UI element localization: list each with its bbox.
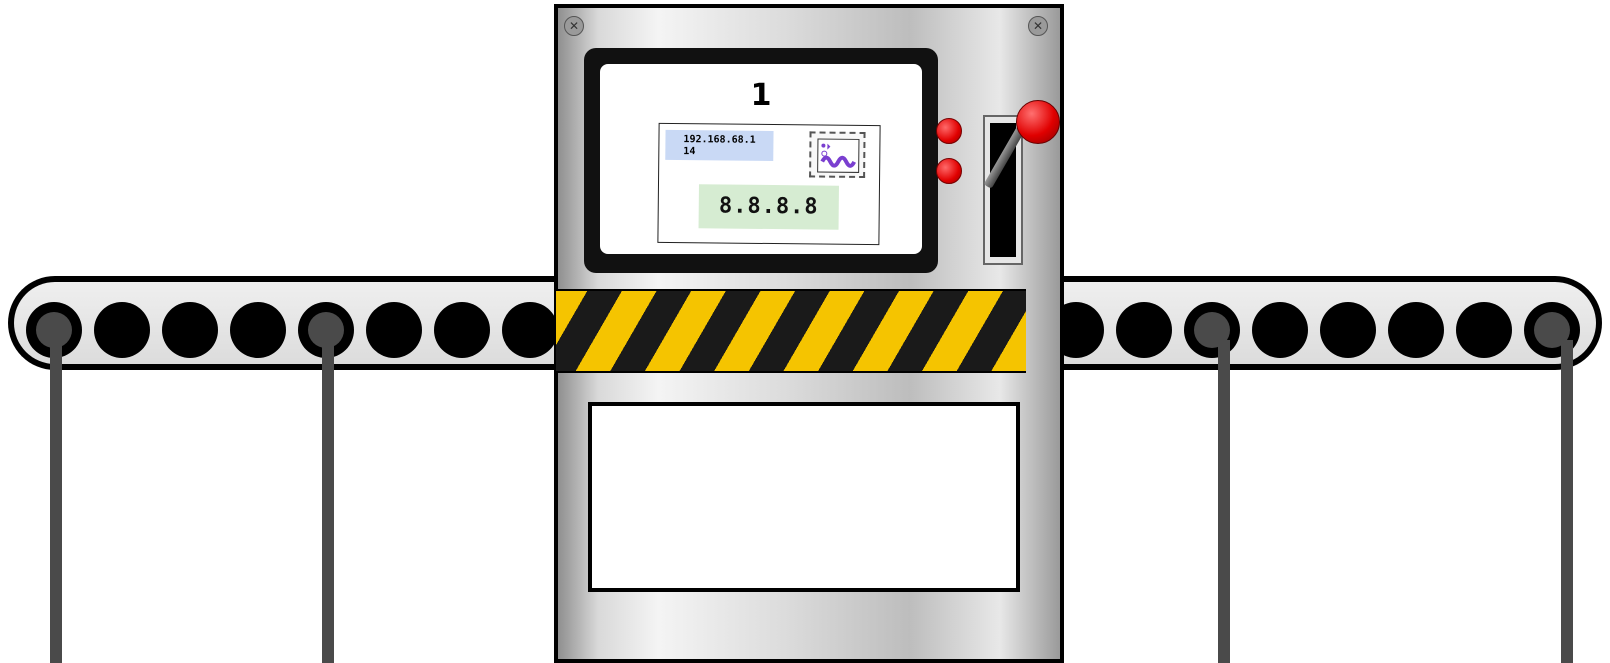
packet-machine: ✕ ✕ 1 192.168.68.1 14 8.8.8.8 xyxy=(554,4,1064,663)
conveyor-leg xyxy=(1218,340,1230,663)
conveyor-leg xyxy=(50,340,62,663)
roller xyxy=(1252,302,1308,358)
screw-icon: ✕ xyxy=(1028,16,1048,36)
output-window xyxy=(588,402,1020,592)
roller xyxy=(230,302,286,358)
lever-knob[interactable] xyxy=(1016,100,1060,144)
roller xyxy=(1184,302,1240,358)
hazard-stripes xyxy=(556,289,1026,373)
conveyor-belt-right xyxy=(1052,276,1602,370)
roller xyxy=(1116,302,1172,358)
packet-envelope[interactable]: 192.168.68.1 14 8.8.8.8 xyxy=(657,123,880,245)
roller xyxy=(502,302,558,358)
destination-address: 8.8.8.8 xyxy=(699,184,839,229)
screen-frame: 1 192.168.68.1 14 8.8.8.8 xyxy=(584,48,938,273)
screw-icon: ✕ xyxy=(564,16,584,36)
stamp-icon xyxy=(809,131,865,178)
roller xyxy=(1320,302,1376,358)
roller xyxy=(1456,302,1512,358)
roller xyxy=(434,302,490,358)
indicator-light xyxy=(936,158,962,184)
roller xyxy=(1388,302,1444,358)
conveyor-belt-left xyxy=(8,276,568,370)
machine-screen: 1 192.168.68.1 14 8.8.8.8 xyxy=(600,64,922,254)
conveyor-leg xyxy=(322,340,334,663)
roller xyxy=(162,302,218,358)
roller xyxy=(94,302,150,358)
indicator-light xyxy=(936,118,962,144)
conveyor-leg xyxy=(1561,340,1573,663)
roller xyxy=(366,302,422,358)
packet-counter: 1 xyxy=(600,78,922,113)
source-address: 192.168.68.1 14 xyxy=(665,130,773,161)
